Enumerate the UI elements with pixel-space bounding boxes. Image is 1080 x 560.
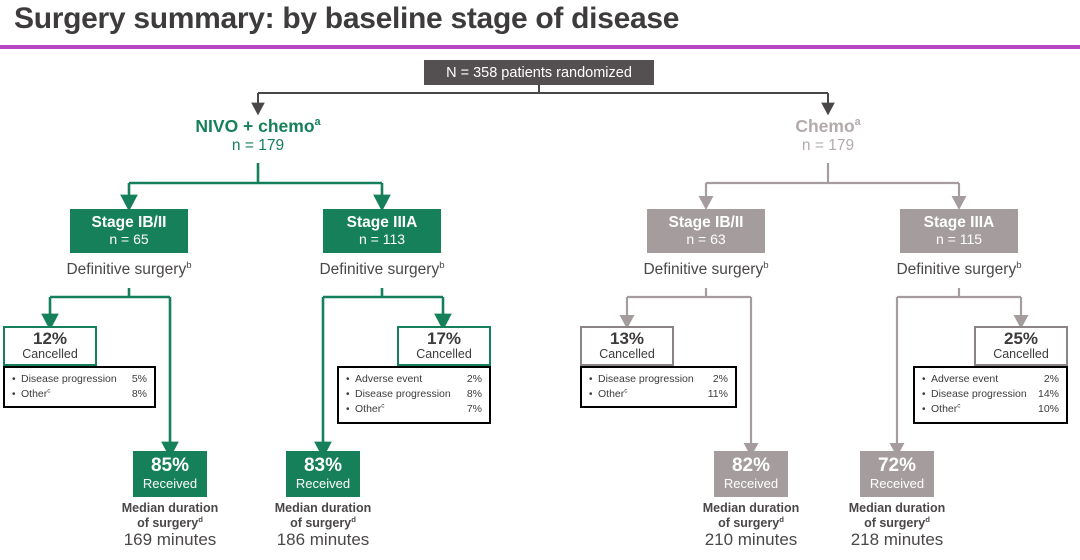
footnote-marker-b: b <box>763 259 769 271</box>
cancelled-percent: 17% <box>426 328 462 348</box>
cancelled-box-col4: 25% Cancelled <box>974 326 1068 366</box>
reason-row: • Disease progression 8% <box>346 387 482 402</box>
stage-n: n = 115 <box>935 230 983 247</box>
cancelled-percent: 25% <box>1003 328 1039 348</box>
cancel-reasons-col1: • Disease progression 5% • Otherc 8% <box>3 366 156 409</box>
cancelled-percent: 13% <box>609 328 645 348</box>
bullet-icon: • <box>922 374 926 385</box>
randomization-box: N = 358 patients randomized <box>424 60 654 85</box>
page-title: Surgery summary: by baseline stage of di… <box>14 2 680 35</box>
reason-row: • Disease progression 5% <box>12 372 147 387</box>
footnote-marker-c: c <box>47 387 51 395</box>
bullet-icon: • <box>922 404 926 416</box>
footnote-marker-b: b <box>1016 259 1022 271</box>
median-duration-value: 218 minutes <box>850 530 944 549</box>
median-duration-col4: Median duration of surgeryd 218 minutes <box>817 501 977 550</box>
footnote-marker-c: c <box>624 387 628 395</box>
median-duration-value: 186 minutes <box>276 530 370 549</box>
cancelled-box-col2: 17% Cancelled <box>397 326 491 366</box>
cancelled-label: Cancelled <box>599 347 655 362</box>
median-duration-col1: Median duration of surgeryd 169 minutes <box>90 501 250 550</box>
stage-box-nivo-ib-ii: Stage IB/II n = 65 <box>70 209 188 253</box>
stage-name: Stage IB/II <box>668 214 744 232</box>
stage-box-chemo-iiia: Stage IIIA n = 115 <box>900 209 1018 253</box>
title-underline-rule <box>0 45 1080 49</box>
received-box-col3: 82% Received <box>714 451 788 497</box>
cancel-reasons-col2: • Adverse event 2% • Disease progression… <box>337 366 491 424</box>
arm-name-nivo-chemo: NIVO + chemoa <box>195 116 321 136</box>
received-label: Received <box>723 476 779 492</box>
reason-row: • Adverse event 2% <box>346 372 482 387</box>
reason-row: • Otherc 7% <box>346 402 482 417</box>
arm-n-nivo-chemo: n = 179 <box>231 136 285 154</box>
footnote-marker-c: c <box>381 402 385 410</box>
bullet-icon: • <box>12 389 16 401</box>
arm-n-chemo: n = 179 <box>801 136 855 154</box>
footnote-marker-b: b <box>439 259 445 271</box>
definitive-surgery-label-col1: Definitive surgeryb <box>66 259 192 278</box>
received-percent: 83% <box>303 455 343 477</box>
definitive-surgery-label-col3: Definitive surgeryb <box>643 259 769 278</box>
footnote-marker-d: d <box>779 514 784 524</box>
stage-n: n = 63 <box>686 230 726 247</box>
reason-row: • Otherc 10% <box>922 402 1059 417</box>
footnote-marker-d: d <box>925 514 930 524</box>
median-duration-col2: Median duration of surgeryd 186 minutes <box>243 501 403 550</box>
received-box-col2: 83% Received <box>286 451 360 497</box>
stage-n: n = 113 <box>358 230 406 247</box>
cancel-reasons-col3: • Disease progression 2% • Otherc 11% <box>580 366 737 409</box>
arm-label-chemo: Chemoa n = 179 <box>728 116 928 155</box>
received-box-col4: 72% Received <box>860 451 934 497</box>
bullet-icon: • <box>589 389 593 401</box>
stage-name: Stage IB/II <box>91 214 167 232</box>
reason-row: • Disease progression 2% <box>589 372 728 387</box>
median-duration-col3: Median duration of surgeryd 210 minutes <box>671 501 831 550</box>
received-percent: 82% <box>731 455 771 477</box>
cancelled-box-col3: 13% Cancelled <box>580 326 674 366</box>
median-duration-value: 210 minutes <box>704 530 798 549</box>
arm-name-chemo: Chemoa <box>795 116 861 136</box>
received-label: Received <box>142 476 198 492</box>
received-label: Received <box>869 476 925 492</box>
cancelled-percent: 12% <box>32 328 68 348</box>
cancelled-label: Cancelled <box>22 347 78 362</box>
bullet-icon: • <box>346 374 350 385</box>
footnote-marker-a: a <box>854 116 861 129</box>
reason-row: • Otherc 8% <box>12 387 147 402</box>
stage-box-chemo-ib-ii: Stage IB/II n = 63 <box>647 209 765 253</box>
stage-n: n = 65 <box>109 230 149 247</box>
bullet-icon: • <box>922 389 926 401</box>
received-percent: 85% <box>150 455 190 477</box>
definitive-surgery-label-col4: Definitive surgeryb <box>896 259 1022 278</box>
footnote-marker-d: d <box>351 514 356 524</box>
reason-row: • Otherc 11% <box>589 387 728 402</box>
median-duration-value: 169 minutes <box>123 530 217 549</box>
arm-label-nivo-chemo: NIVO + chemoa n = 179 <box>158 116 358 155</box>
cancelled-label: Cancelled <box>416 347 472 362</box>
stage-name: Stage IIIA <box>923 214 995 232</box>
definitive-surgery-label-col2: Definitive surgeryb <box>319 259 445 278</box>
reason-row: • Adverse event 2% <box>922 372 1059 387</box>
bullet-icon: • <box>589 374 593 385</box>
footnote-marker-a: a <box>314 116 321 129</box>
cancel-reasons-col4: • Adverse event 2% • Disease progression… <box>913 366 1068 424</box>
footnote-marker-d: d <box>198 514 203 524</box>
bullet-icon: • <box>12 374 16 385</box>
bullet-icon: • <box>346 389 350 401</box>
footnote-marker-b: b <box>186 259 192 271</box>
bullet-icon: • <box>346 404 350 416</box>
stage-name: Stage IIIA <box>346 214 418 232</box>
cancelled-label: Cancelled <box>993 347 1049 362</box>
cancelled-box-col1: 12% Cancelled <box>3 326 97 366</box>
stage-box-nivo-iiia: Stage IIIA n = 113 <box>323 209 441 253</box>
received-label: Received <box>295 476 351 492</box>
footnote-marker-c: c <box>957 402 961 410</box>
received-percent: 72% <box>877 455 917 477</box>
received-box-col1: 85% Received <box>133 451 207 497</box>
reason-row: • Disease progression 14% <box>922 387 1059 402</box>
